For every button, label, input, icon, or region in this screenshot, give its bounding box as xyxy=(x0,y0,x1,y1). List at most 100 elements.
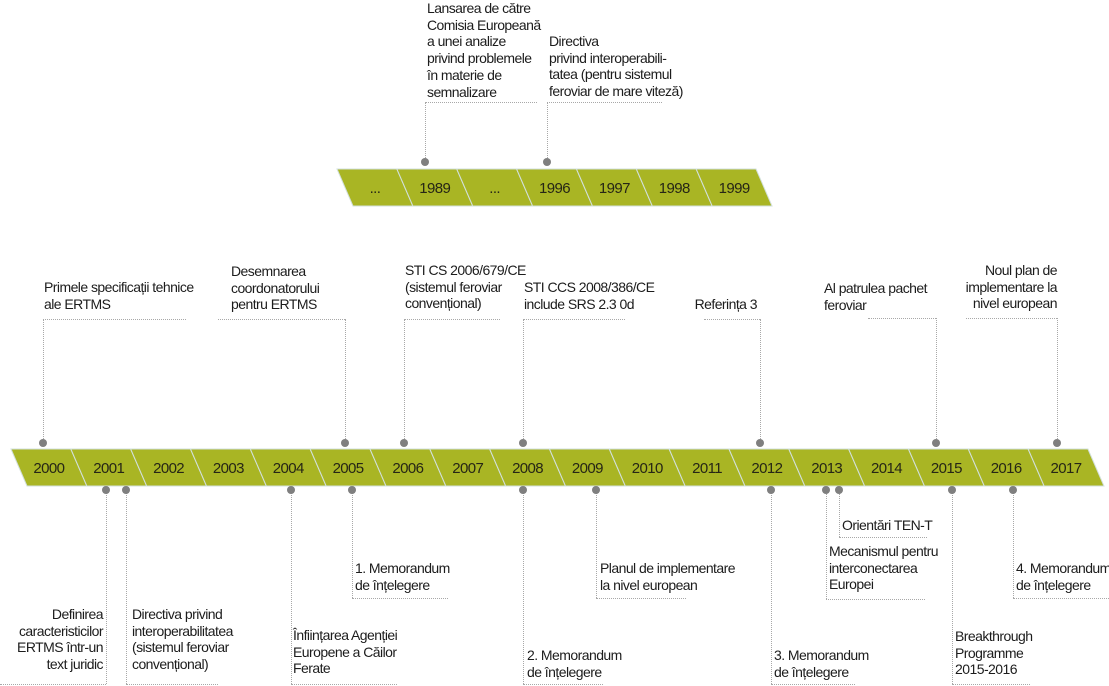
leader-line-horizontal xyxy=(126,684,218,685)
leader-line-horizontal xyxy=(404,319,500,320)
event-marker-dot xyxy=(287,486,295,494)
leader-line-horizontal xyxy=(826,599,925,600)
event-label-line: Al patrulea pachet xyxy=(824,280,928,296)
timeline-segment xyxy=(695,168,773,207)
leader-line-vertical xyxy=(345,319,346,443)
leader-line-vertical xyxy=(760,319,761,443)
event-label-line: 3. Memorandum xyxy=(774,647,869,663)
event-label-line: Europei xyxy=(829,576,874,593)
leader-line-horizontal xyxy=(596,598,686,599)
event-label-line: coordonatorului xyxy=(231,279,320,296)
event-marker-dot xyxy=(348,486,356,494)
event-label-line: include SRS 2.3 0d xyxy=(524,295,635,312)
timeline-year-label: 2012 xyxy=(751,460,782,477)
event-label-line: privind problemele xyxy=(427,50,532,67)
event-marker-dot xyxy=(592,486,600,494)
leader-line-vertical xyxy=(126,490,127,684)
timeline-year-label: ... xyxy=(370,180,381,197)
event-label-line: text juridic xyxy=(46,656,104,673)
event-marker-dot xyxy=(519,439,527,447)
event-label-line: în materie de xyxy=(427,66,502,83)
leader-line-horizontal xyxy=(839,537,927,538)
event-label-line: nivel european xyxy=(972,295,1058,312)
timeline-year-label: 2005 xyxy=(333,460,364,477)
timeline-year-label: 2017 xyxy=(1051,460,1082,477)
event-label-line: Breakthrough xyxy=(955,628,1033,644)
leader-line-vertical xyxy=(106,490,107,684)
leader-line-horizontal xyxy=(425,102,537,103)
leader-line-vertical xyxy=(43,319,44,443)
leader-line-vertical xyxy=(952,490,953,684)
leader-line-vertical xyxy=(547,102,548,162)
event-label-line: de înțelegere xyxy=(355,576,430,593)
leader-line-horizontal xyxy=(218,319,345,320)
event-label-line: Lansarea de către xyxy=(427,0,531,16)
timeline-year-label: 2003 xyxy=(213,460,244,477)
timeline-year-label: ... xyxy=(489,180,500,197)
leader-line-vertical xyxy=(425,102,426,162)
event-marker-dot xyxy=(39,439,47,447)
leader-line-horizontal xyxy=(547,102,662,103)
event-label-line: feroviar de mare viteză) xyxy=(549,83,683,100)
event-label-line: Definirea xyxy=(51,606,104,622)
leader-line-vertical xyxy=(404,319,405,443)
timeline-year-label: 2016 xyxy=(991,460,1022,477)
timeline-year-label: 2000 xyxy=(33,460,64,477)
event-marker-dot xyxy=(543,158,551,166)
event-label-line: interoperabilitatea xyxy=(132,622,233,639)
event-label-line: Programme xyxy=(955,644,1024,661)
leader-line-vertical xyxy=(596,490,597,598)
event-label-line: Înființarea Agenției xyxy=(293,627,398,643)
leader-line-horizontal xyxy=(704,319,760,320)
event-label-line: Mecanismul pentru xyxy=(829,543,938,559)
event-label-line: Comisia Europeană xyxy=(427,16,541,33)
event-label-line: convențional) xyxy=(405,295,482,312)
timeline-year-label: 1997 xyxy=(599,180,630,197)
timeline-year-label: 2004 xyxy=(273,460,304,477)
event-marker-dot xyxy=(1053,439,1061,447)
event-label-line: ale ERTMS xyxy=(44,295,111,312)
event-label-line: Primele specificații tehnice xyxy=(44,279,194,295)
event-label-line: 2. Memorandum xyxy=(527,647,622,663)
leader-line-vertical xyxy=(1057,318,1058,443)
leader-line-vertical xyxy=(523,490,524,684)
leader-line-horizontal xyxy=(291,684,397,685)
leader-line-vertical xyxy=(771,490,772,684)
event-label-line: Orientări TEN-T xyxy=(842,517,933,533)
event-marker-dot xyxy=(519,486,527,494)
timeline-year-label: 2002 xyxy=(153,460,184,477)
leader-line-horizontal xyxy=(1013,598,1109,599)
event-label-line: de înțelegere xyxy=(527,663,602,680)
event-label-line: Europene a Căilor xyxy=(293,643,397,660)
event-marker-dot xyxy=(822,486,830,494)
timeline-year-label: 2009 xyxy=(572,460,603,477)
event-label-line: (sistemul feroviar xyxy=(132,639,229,656)
timeline-year-label: 1999 xyxy=(719,180,750,197)
event-label-line: caracteristicilor xyxy=(18,622,104,639)
timeline-year-label: 2007 xyxy=(452,460,483,477)
timeline-year-label: 2011 xyxy=(692,460,722,477)
event-label-line: de înțelegere xyxy=(774,663,849,680)
event-label-line: Planul de implementare xyxy=(600,560,736,576)
event-marker-dot xyxy=(835,486,843,494)
event-marker-dot xyxy=(1009,486,1017,494)
event-label-line: 4. Memorandum xyxy=(1016,560,1109,576)
event-label-line: 1. Memorandum xyxy=(355,560,450,576)
event-label-line: pentru ERTMS xyxy=(231,296,317,313)
event-label-line: Ferate xyxy=(293,660,331,677)
leader-line-horizontal xyxy=(966,318,1057,319)
leader-line-horizontal xyxy=(771,684,855,685)
leader-line-horizontal xyxy=(523,684,603,685)
leader-line-horizontal xyxy=(523,319,625,320)
